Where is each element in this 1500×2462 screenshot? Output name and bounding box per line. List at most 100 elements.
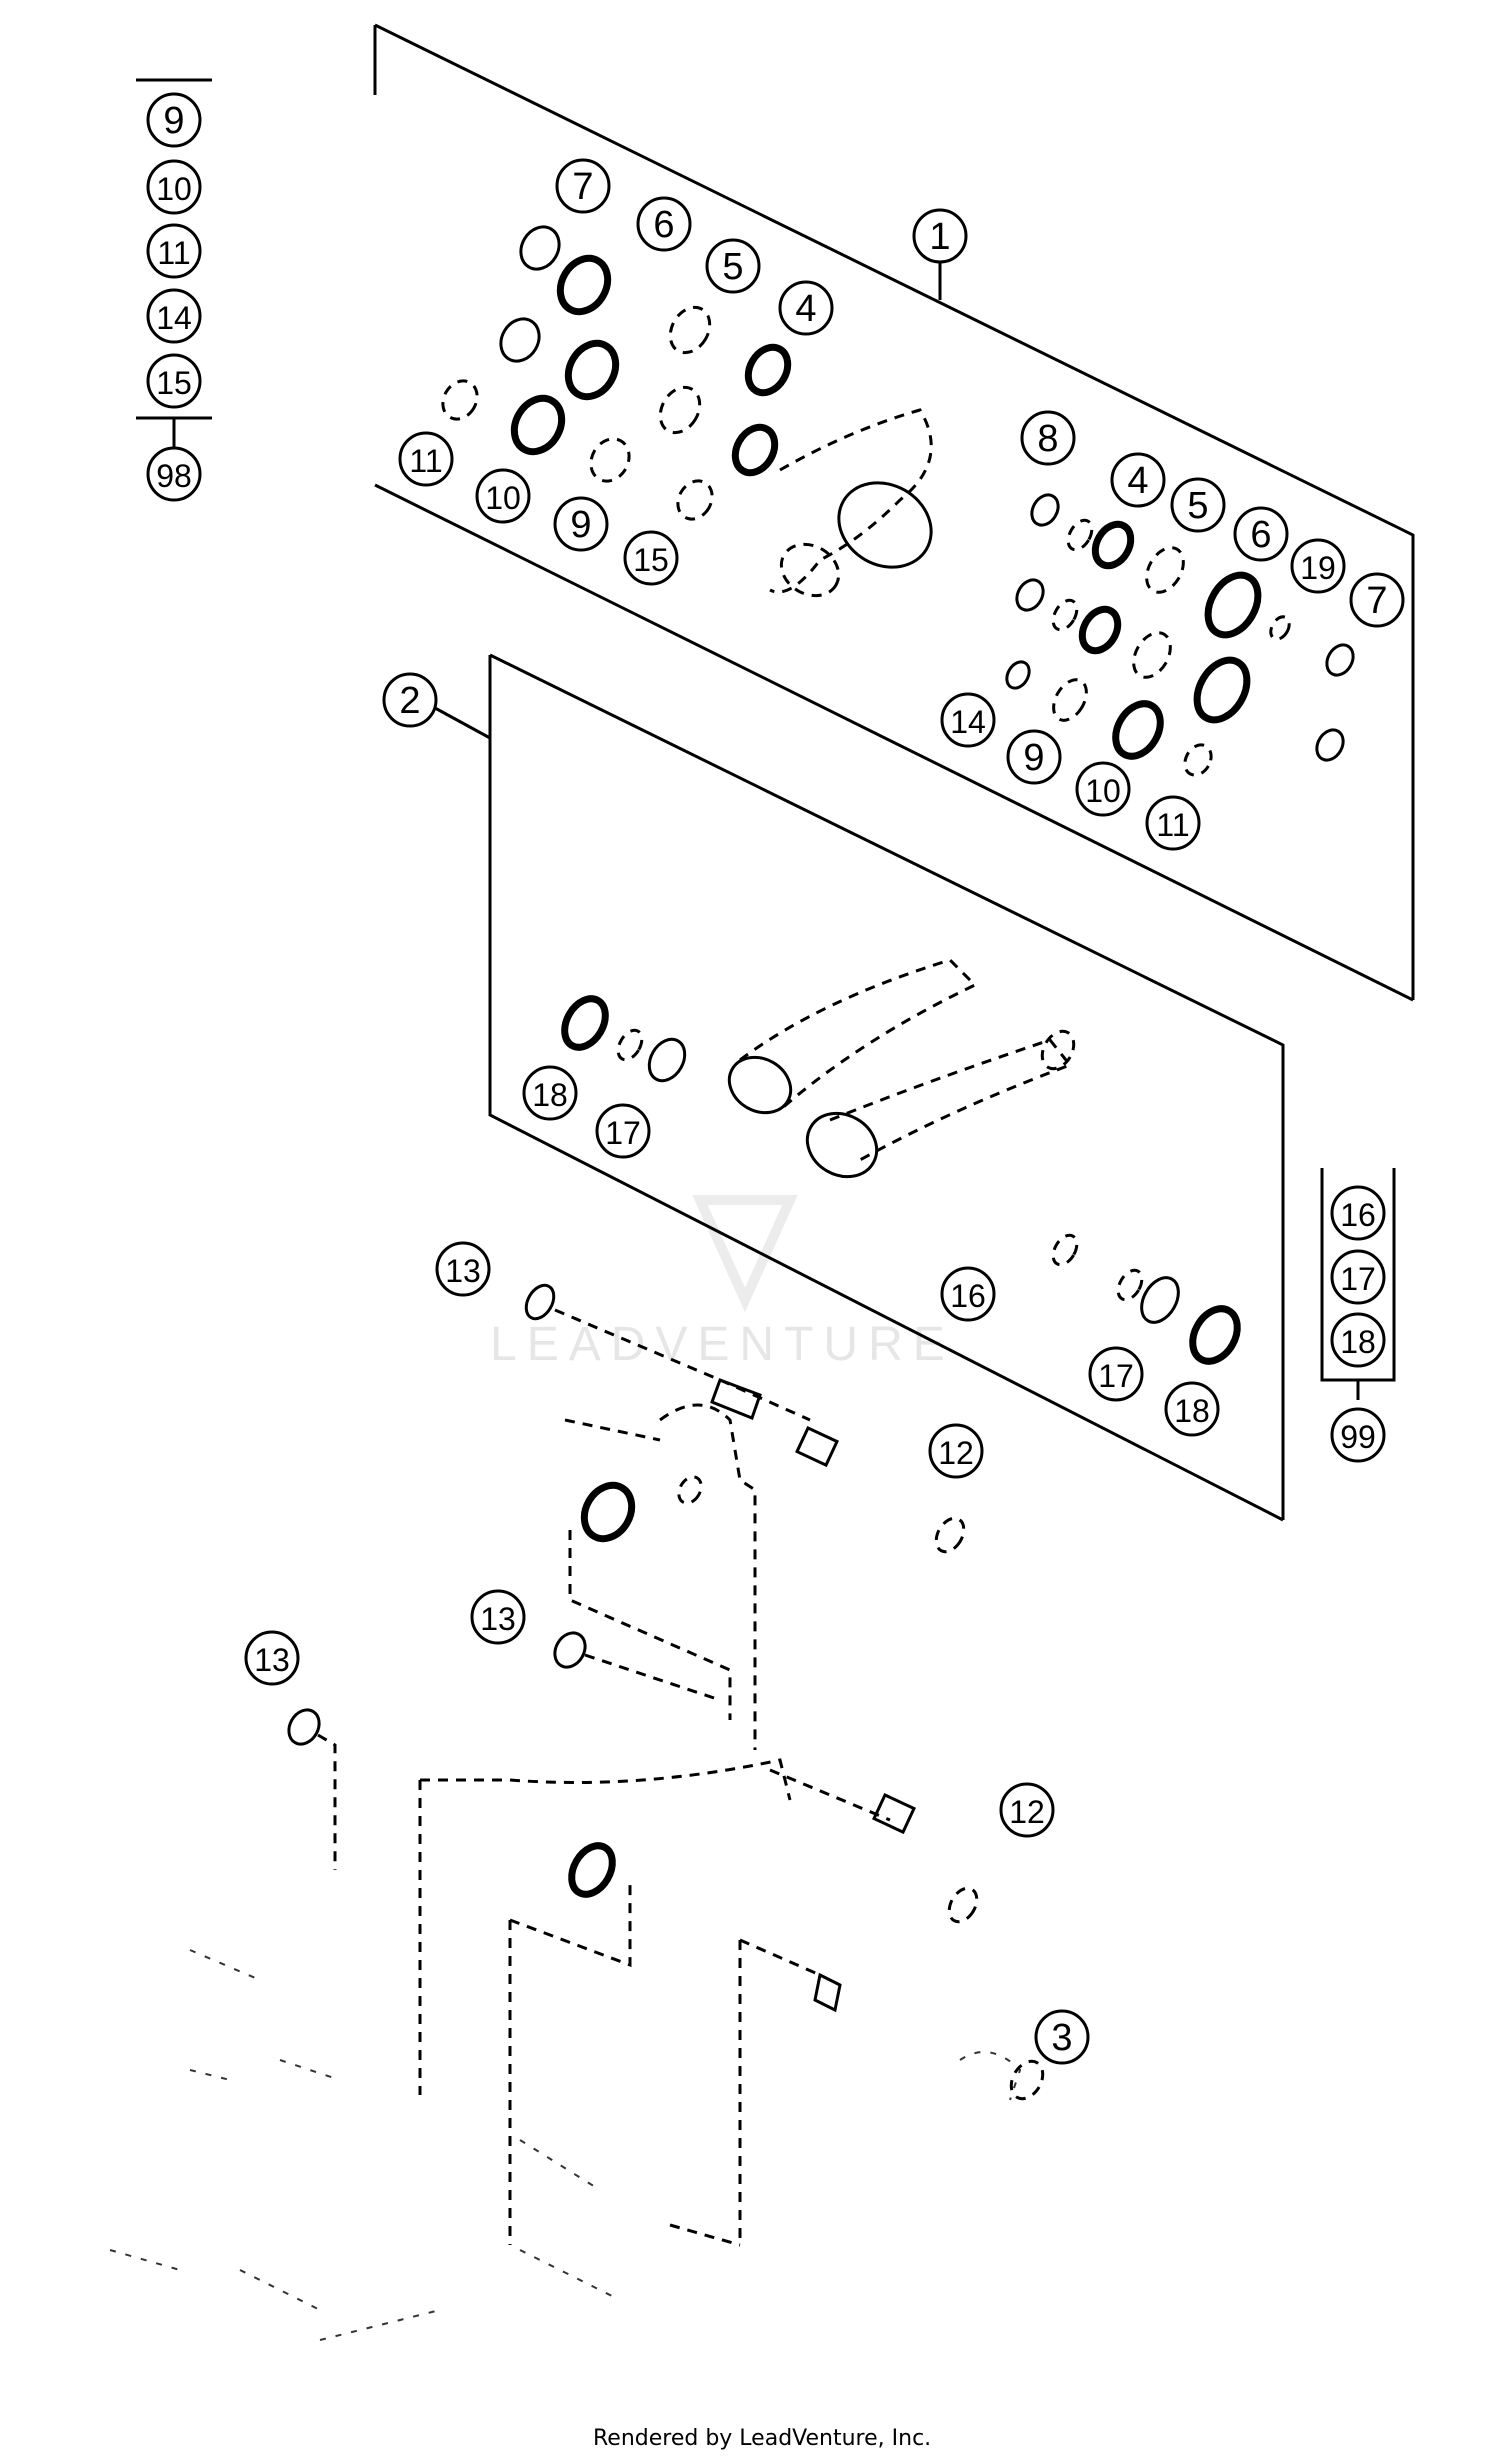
callout-circle bbox=[1330, 1407, 1386, 1463]
callout-number: 11 bbox=[409, 443, 442, 479]
callout-9: 9 bbox=[146, 92, 202, 148]
panel-1-outline bbox=[374, 23, 1415, 1002]
callout-number: 7 bbox=[572, 166, 593, 208]
callout-circle bbox=[705, 238, 761, 294]
callout-5: 5 bbox=[705, 238, 761, 294]
callout-98: 98 bbox=[146, 446, 202, 502]
callout-number: 12 bbox=[938, 1435, 974, 1471]
callout-6: 6 bbox=[1233, 506, 1289, 562]
callout-circle bbox=[398, 431, 454, 487]
callout-circle bbox=[1170, 477, 1226, 533]
callout-number: 4 bbox=[1127, 460, 1148, 502]
callout-circle bbox=[1330, 1249, 1386, 1305]
callout-number: 7 bbox=[1366, 580, 1387, 622]
callout-circle bbox=[940, 1266, 996, 1322]
callout-circle bbox=[146, 446, 202, 502]
callout-number: 3 bbox=[1051, 2017, 1072, 2059]
callout-17: 17 bbox=[1330, 1249, 1386, 1305]
callout-12: 12 bbox=[928, 1423, 984, 1479]
callout-circle bbox=[146, 353, 202, 409]
callout-number: 13 bbox=[480, 1601, 516, 1637]
callout-10: 10 bbox=[1075, 761, 1131, 817]
callout-10: 10 bbox=[475, 468, 531, 524]
callout-18: 18 bbox=[1164, 1381, 1220, 1437]
callout-circle bbox=[244, 1630, 300, 1686]
callout-number: 98 bbox=[156, 458, 192, 494]
callout-circle bbox=[1020, 410, 1076, 466]
callout-number: 17 bbox=[1098, 1358, 1134, 1394]
callout-number: 13 bbox=[445, 1253, 481, 1289]
callout-circle bbox=[522, 1065, 578, 1121]
callout-circle bbox=[912, 208, 968, 264]
callout-number: 15 bbox=[156, 365, 192, 401]
callout-circle bbox=[555, 158, 611, 214]
panel-2-parts bbox=[561, 958, 1241, 1365]
callout-2: 2 bbox=[382, 672, 438, 728]
callout-circle bbox=[595, 1103, 651, 1159]
callout-number: 19 bbox=[1300, 550, 1336, 586]
callout-17: 17 bbox=[1088, 1346, 1144, 1402]
callout-circle bbox=[382, 672, 438, 728]
callout-number: 99 bbox=[1340, 1419, 1376, 1455]
callout-1: 1 bbox=[912, 208, 968, 264]
callout-circle bbox=[146, 159, 202, 215]
callout-6: 6 bbox=[636, 196, 692, 252]
callout-number: 16 bbox=[950, 1278, 986, 1314]
callout-circle bbox=[778, 280, 834, 336]
callout-number: 12 bbox=[1009, 1794, 1045, 1830]
callout-circle bbox=[146, 288, 202, 344]
callout-number: 18 bbox=[1174, 1393, 1210, 1429]
callout-16: 16 bbox=[940, 1266, 996, 1322]
callout-circle bbox=[623, 530, 679, 586]
callout-10: 10 bbox=[146, 159, 202, 215]
panel-1-parts-right bbox=[1005, 493, 1355, 777]
callout-number: 9 bbox=[570, 504, 591, 546]
panel-1-parts-left bbox=[441, 225, 933, 598]
callout-number: 6 bbox=[1250, 514, 1271, 556]
callout-11: 11 bbox=[1145, 795, 1201, 851]
callout-number: 17 bbox=[605, 1115, 641, 1151]
kit-98-bracket bbox=[136, 78, 212, 448]
callout-layer: 1237654845619711109151491011181716171813… bbox=[146, 92, 1405, 2065]
callout-17: 17 bbox=[595, 1103, 651, 1159]
callout-number: 1 bbox=[929, 216, 950, 258]
callout-circle bbox=[553, 496, 609, 552]
callout-circle bbox=[1349, 572, 1405, 628]
callout-circle bbox=[1088, 1346, 1144, 1402]
callout-15: 15 bbox=[623, 530, 679, 586]
callout-number: 16 bbox=[1340, 1197, 1376, 1233]
callout-circle bbox=[940, 692, 996, 748]
lower-linkage bbox=[109, 1283, 1045, 2341]
callout-number: 4 bbox=[795, 288, 816, 330]
callout-circle bbox=[146, 223, 202, 279]
callout-circle bbox=[1145, 795, 1201, 851]
callout-12: 12 bbox=[999, 1782, 1055, 1838]
callout-16: 16 bbox=[1330, 1185, 1386, 1241]
callout-11: 11 bbox=[146, 223, 202, 279]
callout-circle bbox=[928, 1423, 984, 1479]
callout-13: 13 bbox=[470, 1589, 526, 1645]
callout-99: 99 bbox=[1330, 1407, 1386, 1463]
callout-8: 8 bbox=[1020, 410, 1076, 466]
callout-13: 13 bbox=[435, 1241, 491, 1297]
callout-circle bbox=[1330, 1312, 1386, 1368]
callout-number: 10 bbox=[1085, 773, 1121, 809]
callout-7: 7 bbox=[1349, 572, 1405, 628]
callout-circle bbox=[1330, 1185, 1386, 1241]
callout-number: 5 bbox=[722, 246, 743, 288]
callout-circle bbox=[1075, 761, 1131, 817]
callout-circle bbox=[1006, 729, 1062, 785]
watermark-text: LEADVENTURE bbox=[490, 1318, 955, 1371]
callout-circle bbox=[475, 468, 531, 524]
callout-number: 8 bbox=[1037, 418, 1058, 460]
callout-number: 9 bbox=[1023, 737, 1044, 779]
callout-18: 18 bbox=[1330, 1312, 1386, 1368]
callout-18: 18 bbox=[522, 1065, 578, 1121]
callout-13: 13 bbox=[244, 1630, 300, 1686]
callout-14: 14 bbox=[146, 288, 202, 344]
callout-number: 11 bbox=[157, 235, 190, 271]
kit-99-bracket bbox=[1320, 1168, 1396, 1400]
callout-19: 19 bbox=[1290, 538, 1346, 594]
callout-7: 7 bbox=[555, 158, 611, 214]
